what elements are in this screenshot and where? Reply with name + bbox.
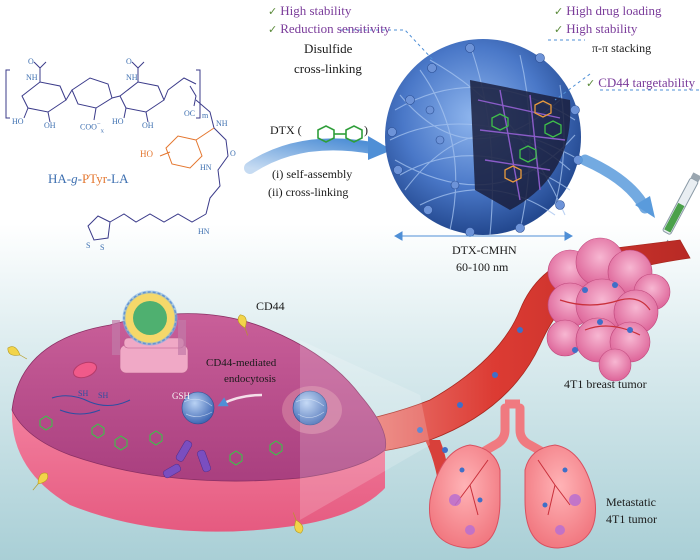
- feature-high-stability-right: ✓High stability: [554, 21, 638, 36]
- chem-hn: HN: [200, 163, 212, 172]
- chem-nh-2: NH: [126, 73, 138, 82]
- endocytosis-label-1: CD44-mediated: [206, 357, 277, 369]
- chem-s1: S: [86, 241, 91, 250]
- chem-o-side: O: [230, 149, 236, 158]
- breast-tumor-label: 4T1 breast tumor: [564, 377, 647, 391]
- gsh-label: GSH: [172, 391, 191, 401]
- tumor-cell: [11, 313, 387, 532]
- chem-ho-1: HO: [12, 117, 24, 126]
- breast-tumor: [546, 237, 671, 382]
- polymer-structure: [5, 61, 201, 123]
- cross-linking-label: cross-linking: [294, 61, 362, 76]
- polymer-name: HA-g-PTyr-LA: [48, 171, 129, 186]
- cd44-label: CD44: [256, 299, 285, 313]
- light-beam: [300, 340, 430, 520]
- step-cross-linking: (ii) cross-linking: [268, 185, 349, 199]
- disulfide-label: Disulfide: [304, 41, 353, 56]
- feature-high-drug-loading: ✓High drug loading: [554, 3, 662, 18]
- size-indicator: [393, 231, 574, 241]
- chem-oc: OC: [184, 109, 196, 118]
- chem-oh-1: OH: [44, 121, 56, 130]
- drug-label: DTX (: [270, 123, 302, 137]
- pi-stacking-label: π-π stacking: [592, 41, 652, 55]
- nanoparticle-name: DTX-CMHN: [452, 243, 517, 257]
- feature-high-stability-left: ✓High stability: [268, 3, 352, 18]
- metastatic-label-1: Metastatic: [606, 495, 656, 509]
- chem-nh-tyr: NH: [216, 119, 228, 128]
- chem-hn-bottom: HN: [198, 227, 210, 236]
- syringe-icon: [654, 172, 700, 263]
- cell-bound-nanoparticle: [112, 290, 186, 355]
- chem-subscript-m: m: [202, 111, 209, 120]
- feature-reduction-sensitivity: ✓Reduction sensitivity: [268, 21, 391, 36]
- chem-oh-2: OH: [142, 121, 154, 130]
- injection-arrow: [579, 154, 655, 218]
- chem-ho-phenol: HO: [140, 149, 153, 159]
- check-icon: ✓: [586, 78, 596, 90]
- check-icon: ✓: [554, 24, 564, 36]
- dtx-molecule-icon: [317, 125, 363, 143]
- nanoparticle-size: 60-100 nm: [456, 260, 509, 274]
- chem-s2: S: [100, 243, 105, 252]
- cd44-receptors: [7, 314, 304, 534]
- endocytosis-label-2: endocytosis: [224, 373, 276, 385]
- sh-label-1: SH: [78, 389, 89, 398]
- check-icon: ✓: [268, 24, 278, 36]
- feature-cd44-targetability: ✓CD44 targetability: [586, 75, 696, 90]
- lungs: [428, 399, 597, 549]
- metastatic-label-2: 4T1 tumor: [606, 512, 657, 526]
- step-self-assembly: (i) self-assembly: [272, 167, 353, 181]
- chem-o-top: O: [28, 57, 34, 66]
- chem-nh-1: NH: [26, 73, 38, 82]
- check-icon: ✓: [554, 6, 564, 18]
- sh-label-2: SH: [98, 391, 109, 400]
- assembly-arrow: [244, 136, 392, 174]
- check-icon: ✓: [268, 6, 278, 18]
- nanoparticle-dtx-cmhn: [385, 39, 583, 237]
- side-chain-structure: [87, 99, 229, 241]
- chem-ho-2: HO: [112, 117, 124, 126]
- pointer-lines: [340, 29, 700, 101]
- chem-coo: COO−x: [80, 121, 104, 135]
- drug-label-close: ): [364, 123, 368, 137]
- chem-o-top-2: O: [126, 57, 132, 66]
